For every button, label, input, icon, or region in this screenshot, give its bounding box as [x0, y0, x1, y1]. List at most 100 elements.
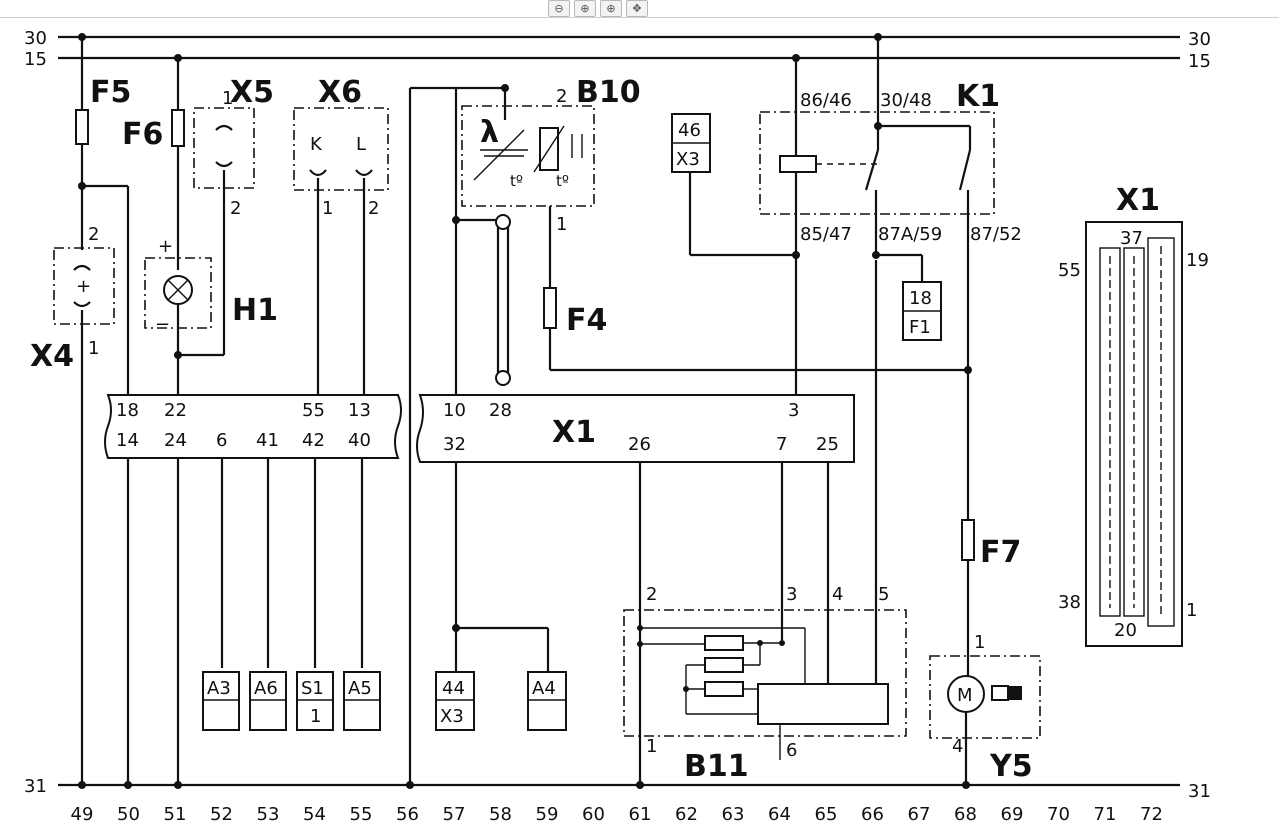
- fuse-f5-circuit: F5 + 2 1 X4: [30, 33, 131, 789]
- grid-number: 55: [350, 804, 373, 825]
- k1-housing: [759, 111, 995, 215]
- toolbar-divider: [0, 17, 1279, 18]
- rail-30-left: 30: [24, 28, 47, 49]
- reference-boxes: A3 A6 S1 1 A5: [202, 671, 381, 731]
- y5-motor-m: M: [957, 685, 973, 706]
- b10-circuit: 2 B10 λ tº tº 1 F4: [406, 75, 968, 789]
- y5-housing: [929, 655, 1041, 739]
- k1-coil: [779, 155, 817, 173]
- x1-pin-1: 1: [1186, 600, 1197, 621]
- label-f5: F5: [90, 75, 131, 110]
- x4-housing: [53, 247, 115, 325]
- b11-pin-2: 2: [646, 584, 657, 605]
- k1-pin-30: 30/48: [880, 90, 932, 111]
- rail-31-left: 31: [24, 776, 47, 797]
- x4-pin-2: 2: [88, 224, 99, 245]
- k1-pin-86: 86/46: [800, 90, 852, 111]
- label-x1-connector: X1: [1116, 183, 1160, 218]
- y5-pin-1: 1: [974, 632, 985, 653]
- x1-strip-left: 18 22 55 13 14 24 6 41 42 40: [104, 394, 402, 789]
- grid-number: 58: [489, 804, 512, 825]
- k1-relay: 86/46 30/48 K1 85/47 87A/59 87/52 46 X3 …: [671, 33, 1022, 395]
- strip-pin: 14: [116, 430, 139, 451]
- b11-pin-5: 5: [878, 584, 889, 605]
- grid-number: 68: [954, 804, 977, 825]
- y5-pin-4: 4: [952, 736, 963, 757]
- b11-pin-4: 4: [832, 584, 843, 605]
- x6-pin-2: 2: [368, 198, 379, 219]
- rail-15-right: 15: [1188, 51, 1211, 72]
- k1-pin-85: 85/47: [800, 224, 852, 245]
- grid-number: 71: [1094, 804, 1117, 825]
- grid-number: 50: [117, 804, 140, 825]
- grid-number: 66: [861, 804, 884, 825]
- strip-pin: 10: [443, 400, 466, 421]
- label-x1-strip: X1: [552, 415, 596, 450]
- b10-housing: [461, 105, 595, 207]
- label-y5: Y5: [989, 749, 1033, 784]
- grid-number: 59: [536, 804, 559, 825]
- strip-pin: 18: [116, 400, 139, 421]
- diagram-toolbar: ⊖ ⊕ ⊕ ✥: [548, 0, 648, 18]
- grid-number: 53: [257, 804, 280, 825]
- ref-46-sub: X3: [676, 149, 700, 170]
- x1-pin-19: 19: [1186, 250, 1209, 271]
- label-f7: F7: [980, 535, 1021, 570]
- label-x6: X6: [318, 75, 362, 110]
- x6-pin-1: 1: [322, 198, 333, 219]
- grid-number: 60: [582, 804, 605, 825]
- ref-a6: A6: [254, 678, 278, 699]
- strip-pin: 41: [256, 430, 279, 451]
- x4-pin-1: 1: [88, 338, 99, 359]
- k1-pin-87: 87/52: [970, 224, 1022, 245]
- grid-number: 54: [303, 804, 326, 825]
- fuse-f5: [75, 109, 89, 145]
- rails: 30 15 31 30 15 31: [24, 28, 1211, 802]
- b10-lambda: λ: [480, 115, 499, 150]
- ref-18: 18: [909, 288, 932, 309]
- wiring-diagram: 30 15 31 30 15 31 F5 + 2 1 X4 F6 +: [24, 28, 1211, 825]
- grid-number: 67: [908, 804, 931, 825]
- strip-pin: 7: [776, 434, 787, 455]
- strip-pin: 26: [628, 434, 651, 455]
- x6-circuit: X6 K L 1 2: [293, 75, 389, 395]
- x6-housing: [293, 107, 389, 191]
- ref-s1: S1: [301, 678, 324, 699]
- grid-number: 62: [675, 804, 698, 825]
- grid-number: 63: [722, 804, 745, 825]
- strip-pin: 22: [164, 400, 187, 421]
- ref-18-sub: F1: [909, 317, 931, 338]
- zoom-out-button[interactable]: ⊖: [548, 0, 570, 17]
- grid-number: 70: [1047, 804, 1070, 825]
- fuse-f4: [543, 287, 557, 329]
- b11-pin-1: 1: [646, 736, 657, 757]
- ref-s1-sub: 1: [310, 706, 321, 727]
- strip-pin: 42: [302, 430, 325, 451]
- b10-pin-1: 1: [556, 214, 567, 235]
- pan-button[interactable]: ✥: [626, 0, 648, 17]
- grid-number: 51: [164, 804, 187, 825]
- grid-number: 56: [396, 804, 419, 825]
- x5-pin-1: 1: [222, 88, 233, 109]
- ref-44: 44: [442, 678, 465, 699]
- h1-plus: +: [158, 236, 173, 257]
- y5-circuit: F7 1 M 4 Y5: [929, 370, 1041, 789]
- label-f6: F6: [122, 117, 163, 152]
- fuse-f6: [171, 109, 185, 147]
- b11-housing: [623, 609, 907, 737]
- fuse-f7: [961, 519, 975, 561]
- b10-temp-1: tº: [510, 172, 523, 190]
- label-k1: K1: [956, 79, 1000, 114]
- label-f4: F4: [566, 303, 607, 338]
- x1-pin-38: 38: [1058, 592, 1081, 613]
- h1-minus: −: [155, 314, 170, 335]
- zoom-fit-button[interactable]: ⊕: [600, 0, 622, 17]
- label-b10: B10: [576, 75, 641, 110]
- zoom-in-button[interactable]: ⊕: [574, 0, 596, 17]
- x5-pin-2: 2: [230, 198, 241, 219]
- grid-number: 65: [815, 804, 838, 825]
- strip-pin: 32: [443, 434, 466, 455]
- x6-k: K: [310, 134, 323, 155]
- label-x4: X4: [30, 339, 74, 374]
- x1-pin-20: 20: [1114, 620, 1137, 641]
